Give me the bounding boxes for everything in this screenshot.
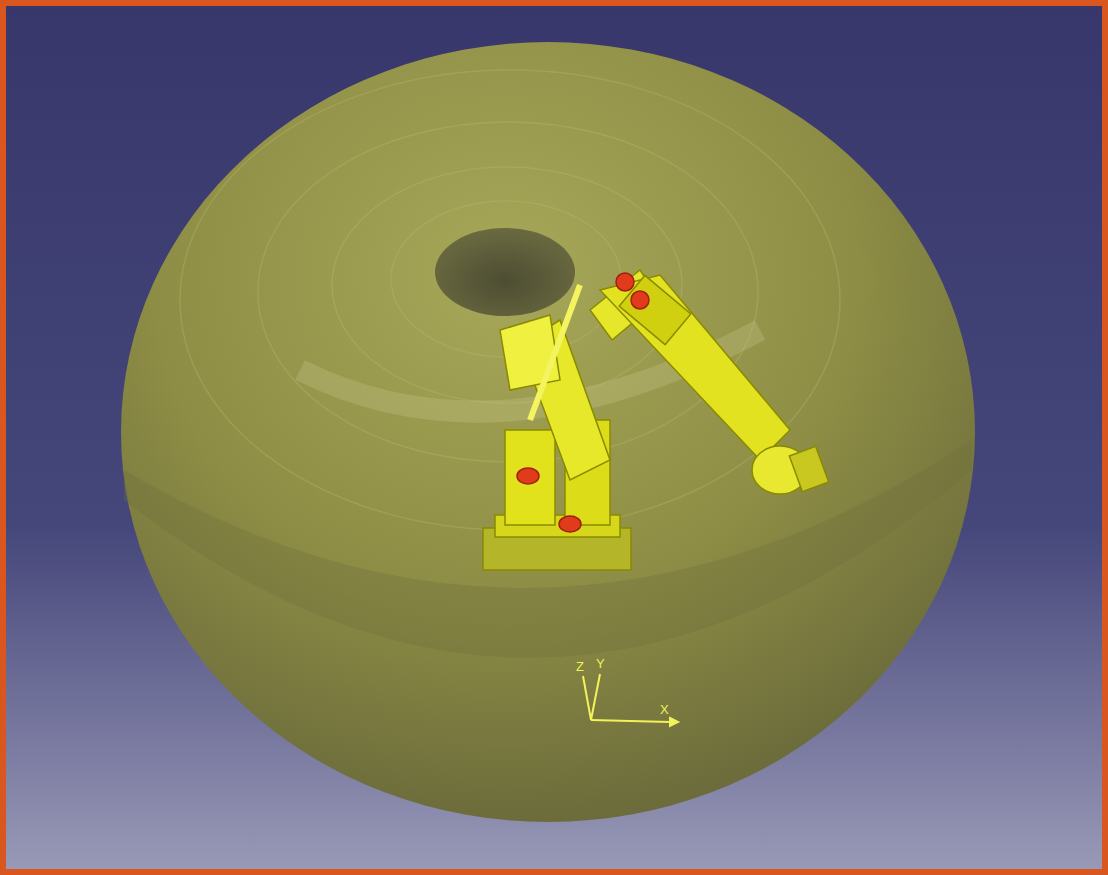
axis-label: Z (576, 660, 584, 673)
work-envelope (121, 42, 975, 822)
axis-label: Y (596, 657, 605, 670)
axis-label: X (660, 703, 669, 716)
axis-triad (583, 674, 678, 726)
envelope-hole (435, 228, 575, 316)
frame (3, 3, 1105, 872)
envelope-rings (180, 70, 840, 530)
robot (483, 270, 829, 570)
